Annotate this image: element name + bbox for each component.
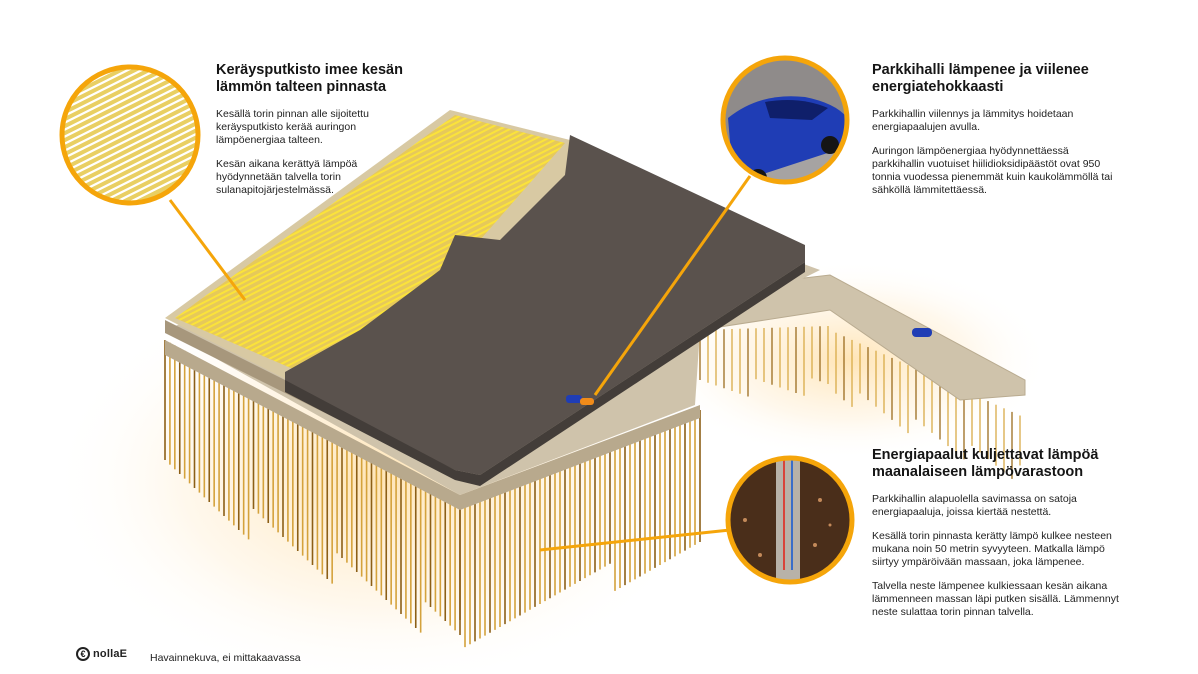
- callout-text: Kesän aikana kerättyä lämpöä hyödynnetää…: [216, 158, 358, 196]
- nollae-logo: € nollaE: [76, 647, 127, 661]
- lower-slab-side: [165, 340, 700, 510]
- callout-text: Parkkihallin viilennys ja lämmitys hoide…: [872, 108, 1074, 133]
- asphalt-surface: [285, 135, 805, 475]
- callout-text: Kesällä torin pinnan alle sijoitettu ker…: [216, 108, 369, 146]
- energy-piles: [164, 340, 701, 648]
- coil-line: [62, 67, 198, 122]
- coil-line: [62, 67, 198, 136]
- callout-title: Parkkihalli lämpenee ja viilenee energia…: [872, 62, 1089, 95]
- callout-text: Talvella neste lämpenee kulkiessaan kesä…: [872, 580, 1119, 618]
- callout-energy-piles: Energiapaalut kuljettavat lämpöä maanala…: [872, 447, 1132, 630]
- asphalt-edge: [285, 262, 805, 486]
- logo-text: nollaE: [93, 648, 128, 660]
- coil-line: [62, 130, 198, 203]
- car-icon: [566, 395, 594, 405]
- connector-line: [539, 528, 731, 552]
- connector-line: [168, 199, 247, 301]
- callout-parking-hall: Parkkihalli lämpenee ja viilenee energia…: [872, 62, 1122, 208]
- car-detail-circle: [720, 55, 850, 185]
- coil-line: [62, 67, 198, 150]
- car-icon: [912, 328, 932, 337]
- callout-title: Energiapaalut kuljettavat lämpöä maanala…: [872, 447, 1099, 480]
- callout-title: Keräysputkisto imee kesän lämmön talteen…: [216, 62, 403, 95]
- coil-line: [62, 67, 198, 129]
- coil-line: [62, 74, 198, 171]
- soil-pile-detail-circle: [725, 455, 855, 585]
- coil-line: [62, 123, 198, 203]
- callout-text: Parkkihallin alapuolella savimassa on sa…: [872, 493, 1077, 518]
- coil-line: [62, 67, 198, 143]
- coil-line: [62, 137, 198, 203]
- footer-note: Havainnekuva, ei mittakaavassa: [150, 652, 301, 664]
- callout-text: Kesällä torin pinnasta kerätty lämpö kul…: [872, 530, 1112, 568]
- coil-line: [62, 81, 198, 178]
- energy-piles-ramp: [699, 326, 1021, 479]
- coil-line: [62, 67, 198, 157]
- callout-text: Auringon lämpöenergiaa hyödynnettäessä p…: [872, 145, 1113, 196]
- collector-pipe-field: [175, 115, 565, 372]
- coil-line: [62, 67, 198, 164]
- callout-collector-pipes: Keräysputkisto imee kesän lämmön talteen…: [216, 62, 416, 208]
- coil-line: [62, 151, 198, 203]
- connector-line: [593, 175, 752, 396]
- pipe-detail-circle: [59, 64, 201, 206]
- euro-icon: €: [76, 647, 90, 661]
- coil-line: [62, 144, 198, 203]
